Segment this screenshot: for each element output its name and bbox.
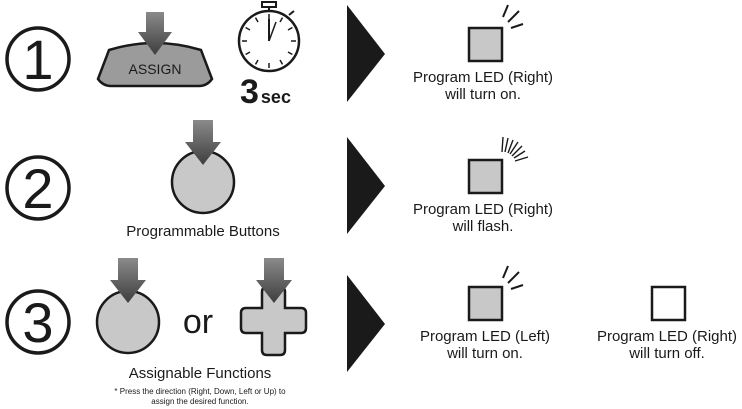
or-text: or [183, 303, 213, 341]
footnote: * Press the direction (Right, Down, Left… [80, 387, 320, 407]
step-1-result-text: Program LED (Right) will turn on. [403, 69, 563, 103]
assignable-functions-caption: Assignable Functions [128, 365, 272, 382]
assign-button-label: ASSIGN [129, 61, 182, 77]
step-3-left-result-text: Program LED (Left) will turn on. [405, 328, 565, 362]
press-arrow-icon [185, 120, 221, 165]
footnote-line-1: * Press the direction (Right, Down, Left… [114, 387, 286, 396]
led-icon [467, 158, 504, 195]
result-line-2: will turn on. [445, 86, 521, 103]
step-number-3: 3 [22, 291, 53, 354]
step-number-1: 1 [22, 28, 53, 91]
press-arrow-icon [138, 12, 172, 55]
result-line-2: will flash. [452, 218, 514, 235]
timer-unit: sec [261, 87, 291, 107]
timer-value: 3 [240, 73, 259, 111]
step-number-3-badge [5, 289, 71, 355]
stopwatch-icon [237, 1, 301, 73]
result-line-1: Program LED (Right) [596, 328, 738, 345]
footnote-line-2: assign the desired function. [151, 397, 249, 406]
led-icon [467, 285, 504, 322]
led-flash-icon [501, 136, 529, 162]
led-icon-off [650, 285, 687, 322]
led-icon [467, 26, 504, 63]
press-arrow-icon [110, 258, 146, 303]
result-line-2: will turn off. [629, 345, 705, 362]
step-2-result-text: Program LED (Right) will flash. [403, 201, 563, 235]
step-number-2-badge [5, 155, 71, 221]
result-line-1: Program LED (Right) [412, 69, 554, 86]
result-line-1: Program LED (Left) [419, 328, 551, 345]
play-triangle-icon [347, 137, 385, 234]
led-light-rays-icon [502, 4, 524, 29]
step-number-1-badge [5, 26, 71, 92]
result-line-1: Program LED (Right) [412, 201, 554, 218]
led-light-rays-icon [502, 265, 524, 290]
press-arrow-icon [256, 258, 292, 303]
step-number-2: 2 [22, 157, 53, 220]
step-3-right-result-text: Program LED (Right) will turn off. [587, 328, 742, 362]
result-line-2: will turn on. [447, 345, 523, 362]
programmable-buttons-caption: Programmable Buttons [126, 223, 280, 240]
play-triangle-icon [347, 5, 385, 102]
play-triangle-icon [347, 275, 385, 372]
